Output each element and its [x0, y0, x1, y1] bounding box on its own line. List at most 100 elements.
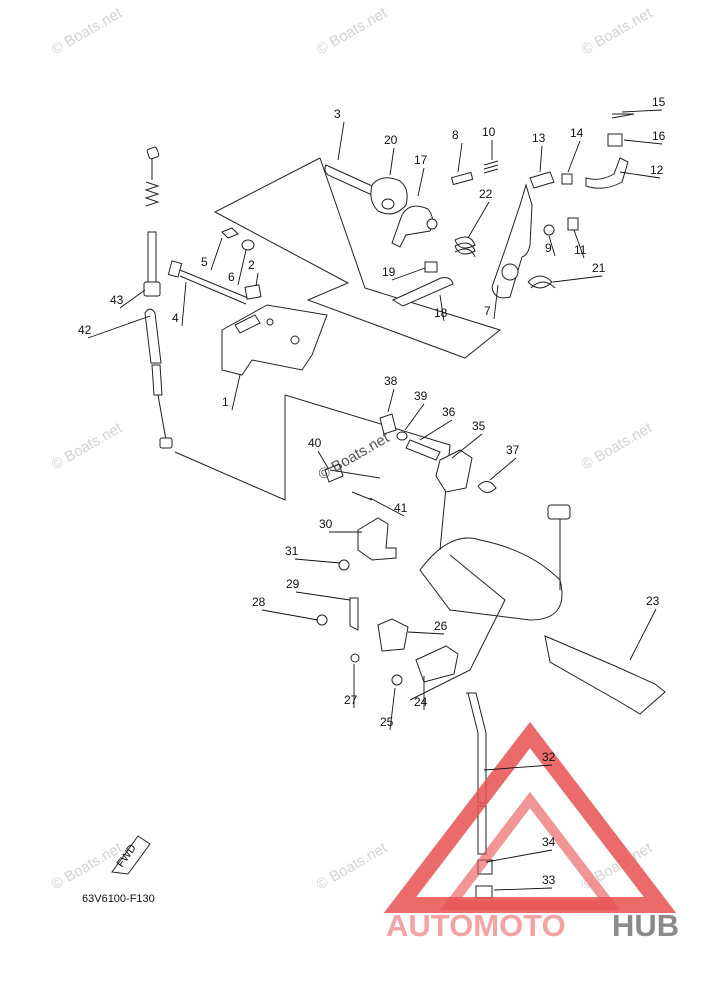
part-callout-38[interactable]: 38 [384, 374, 398, 388]
leader-line [261, 609, 319, 621]
housing-outline [419, 537, 563, 621]
leader-line [493, 887, 553, 891]
drum-part [370, 177, 408, 215]
leader-line [389, 147, 395, 176]
spring-part [454, 236, 476, 258]
leader-line [552, 275, 603, 283]
bracket-30 [357, 517, 397, 561]
leader-line [404, 403, 425, 431]
pin-36 [405, 439, 441, 461]
watermark: © Boats.net [49, 4, 126, 58]
link-part [529, 171, 555, 189]
leader-line [294, 558, 341, 564]
part-callout-6[interactable]: 6 [228, 270, 235, 284]
part-callout-14[interactable]: 14 [570, 126, 584, 140]
part-callout-33[interactable]: 33 [542, 873, 556, 887]
part-callout-37[interactable]: 37 [506, 443, 520, 457]
part-callout-32[interactable]: 32 [542, 750, 556, 764]
leader-line [237, 249, 247, 286]
upper-assembly-frame [213, 157, 502, 359]
leader-lines [87, 109, 663, 891]
part-callout-21[interactable]: 21 [592, 261, 606, 275]
part-callout-16[interactable]: 16 [652, 129, 666, 143]
leader-line [210, 237, 223, 271]
part-callout-5[interactable]: 5 [201, 255, 208, 269]
diagram-code: 63V6100-F130 [82, 893, 155, 905]
part-callout-36[interactable]: 36 [442, 405, 456, 419]
part-callout-40[interactable]: 40 [308, 436, 322, 450]
part-callout-25[interactable]: 25 [380, 715, 394, 729]
washer-39 [396, 431, 408, 441]
part-callout-39[interactable]: 39 [414, 389, 428, 403]
sleeve-part [324, 164, 375, 196]
watermark: © Boats.net [579, 419, 656, 473]
leader-line [493, 284, 499, 320]
long-bolt [167, 260, 249, 305]
bolt-31 [338, 559, 350, 571]
screw-27 [350, 653, 360, 663]
pin-top [547, 504, 571, 520]
part-callout-13[interactable]: 13 [532, 131, 546, 145]
watermark: © Boats.net [314, 4, 391, 58]
leader-line [451, 433, 483, 459]
leader-line [489, 457, 517, 481]
part-callout-42[interactable]: 42 [78, 323, 92, 337]
part-callout-43[interactable]: 43 [110, 293, 124, 307]
bolt-28 [316, 614, 328, 626]
leader-line [295, 591, 351, 601]
part-callout-17[interactable]: 17 [414, 153, 428, 167]
middle-assembly-frame [284, 394, 451, 551]
bracket-part [221, 304, 328, 376]
part-callout-12[interactable]: 12 [650, 163, 664, 177]
part-callout-8[interactable]: 8 [452, 128, 459, 142]
middle-parts-group [324, 413, 497, 501]
part-callout-22[interactable]: 22 [479, 187, 493, 201]
leader-line [419, 419, 453, 441]
small-fasteners [221, 227, 262, 300]
leader-line [387, 388, 395, 413]
part-callout-15[interactable]: 15 [652, 95, 666, 109]
part-callout-19[interactable]: 19 [382, 265, 396, 279]
part-callout-20[interactable]: 20 [384, 133, 398, 147]
watermarks: © Boats.net © Boats.net © Boats.net © Bo… [49, 4, 656, 893]
part-callout-3[interactable]: 3 [334, 107, 341, 121]
part-callout-35[interactable]: 35 [472, 419, 486, 433]
lever-part [491, 183, 533, 299]
clip-part [424, 261, 438, 273]
part-callout-23[interactable]: 23 [646, 594, 660, 608]
leader-line [119, 289, 146, 309]
part-callout-34[interactable]: 34 [542, 835, 556, 849]
part-callout-41[interactable]: 41 [394, 501, 408, 515]
leader-line [439, 294, 445, 322]
part-callout-28[interactable]: 28 [252, 595, 266, 609]
leader-line [548, 235, 556, 257]
part-callout-10[interactable]: 10 [482, 125, 496, 139]
part-callout-7[interactable]: 7 [484, 304, 491, 318]
rod-part [391, 277, 454, 307]
spring-small [483, 160, 499, 174]
leader-line [391, 267, 426, 281]
part-callout-4[interactable]: 4 [172, 311, 179, 325]
cam-part [391, 205, 434, 248]
leader-line [623, 139, 663, 145]
part-callout-11[interactable]: 11 [574, 243, 587, 257]
part-callout-18[interactable]: 18 [434, 306, 448, 320]
part-callout-29[interactable]: 29 [286, 577, 300, 591]
watermark: © Boats.net [579, 4, 656, 58]
part-callout-30[interactable]: 30 [319, 517, 333, 531]
shift-rod-23 [544, 635, 666, 715]
part-callout-1[interactable]: 1 [222, 395, 229, 409]
bracket-24 [415, 645, 459, 683]
assembly-frames [174, 157, 506, 701]
part-callout-27[interactable]: 27 [344, 693, 358, 707]
part-callout-2[interactable]: 2 [248, 258, 255, 272]
leader-line [407, 631, 445, 635]
part-callout-31[interactable]: 31 [285, 544, 299, 558]
part-callout-9[interactable]: 9 [545, 241, 552, 255]
part-callout-24[interactable]: 24 [414, 695, 428, 709]
clip-40 [324, 463, 344, 483]
part-callout-26[interactable]: 26 [434, 619, 448, 633]
leader-line [181, 281, 187, 327]
